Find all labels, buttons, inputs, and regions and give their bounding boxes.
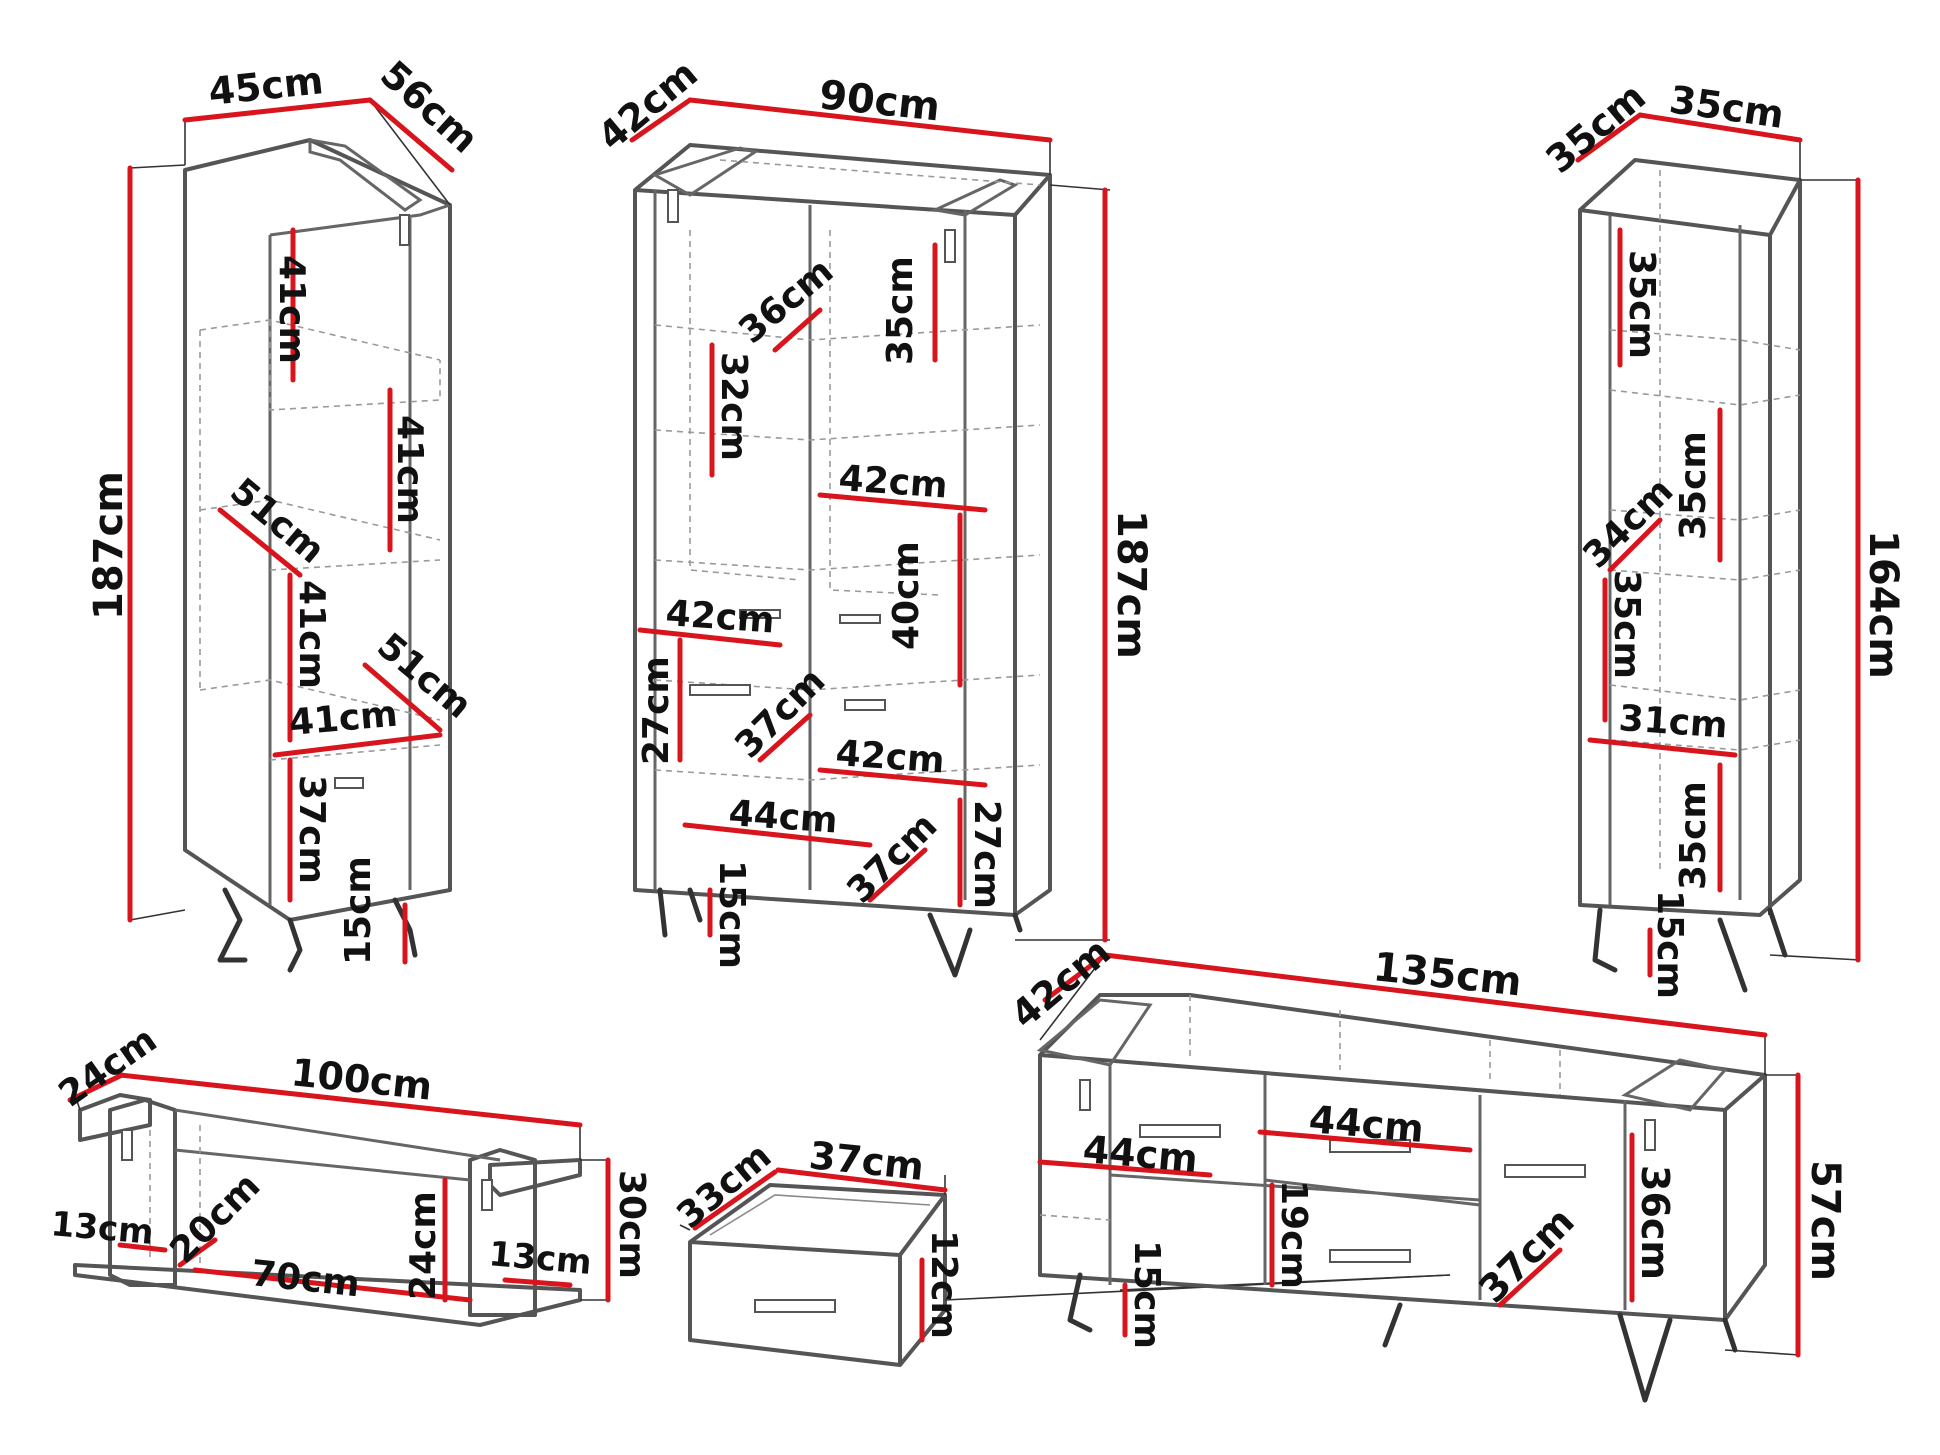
display-cabinet-drawer-height-label: 27cm — [636, 656, 677, 765]
tall-cabinet-drawing: 45cm 56cm 187cm 41cm 41cm 51cm 41cm 51cm… — [86, 52, 487, 973]
wall-shelf-inner-height-label: 24cm — [403, 1191, 444, 1300]
drawer-width-label: 37cm — [807, 1133, 926, 1189]
display-cabinet-shelf-width-label: 42cm — [837, 458, 949, 507]
tv-stand-depth-label: 42cm — [1003, 929, 1119, 1037]
tall-cabinet-shelf-height-3-label: 41cm — [291, 580, 332, 689]
drawer-depth-label: 33cm — [669, 1135, 779, 1236]
shelf-unit-height-label: 164cm — [1860, 530, 1906, 679]
display-cabinet-bottom-width-label: 44cm — [727, 793, 839, 842]
tall-cabinet-leg-height-label: 15cm — [338, 856, 379, 965]
display-cabinet-bottom-height-label: 27cm — [966, 800, 1007, 909]
tall-cabinet-bottom-height-label: 37cm — [291, 775, 332, 884]
shelf-unit-compartment-height-3-label: 35cm — [1606, 570, 1647, 679]
tv-stand-leg-height-label: 15cm — [1126, 1240, 1167, 1349]
display-cabinet-leg-height-label: 15cm — [711, 860, 752, 969]
tall-cabinet-shelf-width-label: 41cm — [287, 694, 399, 744]
tv-stand-drawing: 135cm 42cm 57cm 44cm 44cm 19cm 36cm 37cm… — [1003, 929, 1848, 1403]
shelf-unit-compartment-height-1-label: 35cm — [1621, 250, 1662, 359]
tv-stand-width-label: 135cm — [1371, 944, 1524, 1005]
display-cabinet-glass-compartment-height-label: 35cm — [880, 256, 921, 365]
shelf-unit-drawing: 35cm 35cm 164cm 35cm 35cm 34cm 35cm 31cm… — [1538, 74, 1906, 999]
display-cabinet-right-compartment-height-label: 40cm — [886, 541, 927, 650]
wall-shelf-height-label: 30cm — [611, 1170, 652, 1279]
shelf-unit-depth-label: 35cm — [1538, 74, 1654, 182]
display-cabinet-bottom-depth-label: 37cm — [839, 805, 945, 911]
tall-cabinet-depth-label: 56cm — [372, 52, 487, 162]
shelf-unit-compartment-depth-label: 34cm — [1575, 470, 1681, 576]
display-cabinet-height-label: 187cm — [1108, 510, 1154, 659]
tv-stand-left-width-label: 44cm — [1081, 1127, 1199, 1181]
shelf-unit-compartment-height-2-label: 35cm — [1673, 431, 1714, 540]
leader-line — [1119, 1274, 1451, 1291]
display-cabinet-lower-shelf-width-label: 42cm — [834, 733, 946, 782]
display-cabinet-left-shelf-width-label: 42cm — [664, 593, 776, 642]
tv-stand-height-label: 57cm — [1802, 1160, 1848, 1281]
display-cabinet-drawer-depth-label: 37cm — [727, 660, 833, 766]
tv-stand-right-height-label: 36cm — [1633, 1165, 1677, 1280]
wall-shelf-right-side-label: 13cm — [487, 1234, 593, 1283]
tv-stand-inner-depth-label: 37cm — [1470, 1199, 1582, 1311]
drawer-drawing: 37cm 33cm 12cm — [669, 1133, 964, 1367]
display-cabinet-left-compartment-height-label: 32cm — [713, 352, 754, 461]
shelf-unit-compartment-height-4-label: 35cm — [1673, 781, 1714, 890]
tv-stand-center-width-label: 44cm — [1307, 1097, 1425, 1151]
shelf-unit-leg-height-label: 15cm — [1649, 890, 1690, 999]
tall-cabinet-height-label: 187cm — [86, 471, 132, 620]
display-cabinet-width-label: 90cm — [817, 72, 942, 130]
drawer-height-label: 12cm — [923, 1230, 964, 1339]
display-cabinet-depth-label: 42cm — [590, 51, 706, 159]
tall-cabinet-shelf-height-2-label: 41cm — [389, 415, 430, 524]
shelf-unit-width-label: 35cm — [1667, 77, 1787, 137]
wall-shelf-left-side-label: 13cm — [49, 1204, 155, 1253]
tall-cabinet-shelf-height-1-label: 41cm — [271, 255, 312, 364]
shelf-unit-shelf-width-label: 31cm — [1617, 698, 1729, 747]
display-cabinet-drawing: 90cm 42cm 187cm 36cm 35cm 32cm 42cm 40cm… — [590, 51, 1154, 978]
wall-shelf-width-label: 100cm — [289, 1050, 434, 1109]
wall-shelf-drawing: 100cm 24cm 30cm 20cm 70cm 24cm 13cm 13cm — [49, 1019, 652, 1327]
tv-stand-drawer-height-label: 19cm — [1273, 1180, 1314, 1289]
